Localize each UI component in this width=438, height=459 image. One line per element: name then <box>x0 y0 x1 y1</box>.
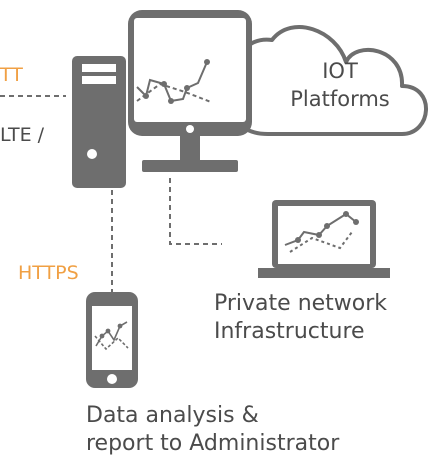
line-chart-icon <box>136 59 212 104</box>
infrastructure-label: Infrastructure <box>214 319 365 344</box>
lte-protocol-label: LTE / <box>0 124 45 146</box>
line-chart-icon <box>94 321 129 351</box>
https-protocol-label: HTTPS <box>18 262 79 284</box>
data-analysis-label: Data analysis & <box>86 403 259 428</box>
mqtt-protocol-label: TT <box>0 64 23 86</box>
smartphone-icon <box>86 292 138 388</box>
line-chart-icon <box>284 211 359 253</box>
computer-tower-icon <box>72 56 126 188</box>
dashed-connectors <box>0 95 222 292</box>
monitor-icon <box>128 10 252 172</box>
laptop-icon <box>258 200 390 278</box>
cloud-label-line2: Platforms <box>290 87 390 111</box>
private-network-label: Private network <box>214 291 388 316</box>
report-administrator-label: report to Administrator <box>86 431 340 456</box>
cloud-label-line1: IOT <box>322 59 358 83</box>
connector-monitor-to-laptop <box>169 178 222 245</box>
